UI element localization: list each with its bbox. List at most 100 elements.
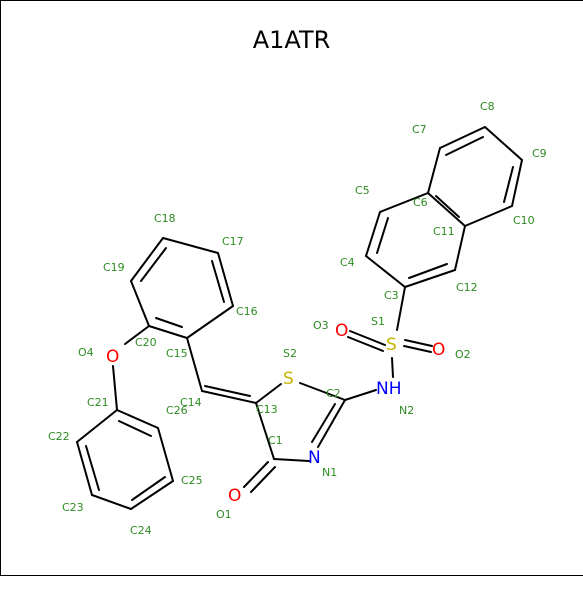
label-c11: C11: [433, 225, 455, 238]
bonds: [76, 126, 523, 510]
label-c25: C25: [181, 474, 203, 487]
atom-n1: N: [308, 448, 321, 468]
label-c3: C3: [384, 289, 399, 302]
bond-s1-o3-b: [347, 336, 384, 352]
label-c4: C4: [340, 256, 355, 269]
label-c20: C20: [135, 336, 157, 349]
bond-s1-o2: [404, 339, 433, 347]
label-c23: C23: [62, 501, 84, 514]
atom-s1: S: [386, 335, 397, 355]
label-c9: C9: [532, 147, 547, 160]
bond-c22-c23: [76, 441, 93, 496]
label-c17: C17: [222, 235, 244, 248]
bond-s1-n2: [391, 357, 394, 378]
label-c12: C12: [456, 281, 478, 294]
label-c15: C15: [166, 347, 188, 360]
bond-c18-c19: [130, 237, 164, 282]
bond-c6-c7: [427, 147, 441, 194]
label-c24: C24: [130, 524, 152, 537]
label-c5: C5: [355, 184, 370, 197]
bond-c9-c10-inner: [503, 166, 514, 203]
label-c19: C19: [103, 261, 125, 274]
bond-c10-c11: [464, 205, 513, 227]
label-c13: C13: [256, 403, 278, 416]
bond-c26-c21: [116, 409, 159, 429]
atom-s2: S: [283, 369, 294, 389]
bond-c19-c20: [130, 280, 150, 327]
bond-s1-o2-b: [403, 345, 432, 353]
bond-c11-c6-inner: [435, 195, 460, 218]
bond-c1-o1-b: [250, 466, 276, 493]
label-o2: O2: [455, 348, 471, 361]
bond-c2-s2: [299, 382, 346, 401]
bond-c5-c4: [365, 211, 381, 257]
label-c1: C1: [268, 434, 283, 447]
bond-c13-c14-b: [204, 385, 251, 397]
bond-c3-c12: [404, 269, 456, 288]
bond-c17-c18: [162, 237, 219, 254]
bond-c14-c15: [186, 337, 203, 392]
bond-c4-c3: [365, 255, 406, 288]
label-c22: C22: [48, 430, 70, 443]
atom-labels: C8 C7 C9 C5 C6 C10 C11 C18 C17 C4 C19 C3…: [48, 100, 547, 537]
bond-c1-o1: [243, 461, 269, 488]
label-c10: C10: [513, 214, 535, 227]
bond-c8-c9: [484, 126, 523, 161]
label-c14: C14: [180, 396, 202, 409]
bond-c20-c15: [148, 325, 188, 339]
label-c6: C6: [413, 196, 428, 209]
bond-c2-n1-inner: [311, 403, 336, 443]
bond-c16-c17: [217, 252, 234, 307]
bond-c13-c14: [201, 390, 257, 404]
bond-n1-c1: [273, 458, 310, 462]
bond-c21-c22: [76, 409, 118, 443]
bond-c18-c19-inner: [140, 247, 167, 282]
label-c21: C21: [87, 396, 109, 409]
atom-o3: O: [335, 321, 348, 341]
bond-n2-c2: [344, 389, 377, 401]
label-o1: O1: [216, 508, 232, 521]
atom-o4: O: [106, 347, 119, 367]
bond-s1-o3: [349, 330, 386, 346]
bond-c5-c4-inner: [376, 217, 389, 254]
atom-o2: O: [432, 340, 445, 360]
bond-c12-c11: [454, 225, 466, 271]
label-o4: O4: [78, 346, 94, 359]
bond-c23-c24: [91, 494, 132, 510]
atom-o1: O: [228, 486, 241, 506]
label-c7: C7: [412, 123, 427, 136]
bond-s2-c13: [255, 383, 282, 404]
label-o3: O3: [313, 319, 329, 332]
bond-c1-c13: [255, 402, 275, 460]
bond-c6-c5: [379, 192, 429, 213]
label-c16: C16: [236, 305, 258, 318]
label-n2: N2: [399, 404, 414, 417]
bond-c9-c10: [511, 159, 523, 207]
bond-c2-n1: [317, 399, 346, 448]
bond-c22-c23-inner: [85, 445, 100, 491]
bond-c11-c6: [427, 192, 466, 227]
bond-c7-c8-inner: [445, 136, 484, 156]
atom-n2-h: NH: [376, 379, 402, 399]
bond-o4-c21: [112, 365, 118, 411]
bond-c26-c21-inner: [118, 420, 152, 437]
molecule-title: A1ATR: [252, 26, 331, 54]
bond-c16-c17-inner: [211, 260, 225, 303]
frame-border: [0, 0, 583, 576]
bond-c24-c25: [130, 480, 174, 510]
bond-c20-o4: [124, 325, 150, 345]
label-c2: C2: [326, 387, 341, 400]
bond-c3-s1: [396, 286, 406, 331]
label-c26: C26: [166, 404, 188, 417]
bond-c20-c15-inner: [155, 317, 183, 328]
bond-c24-c25-inner: [131, 476, 166, 501]
bond-c3-c12-inner: [408, 263, 448, 279]
bond-c25-c26: [157, 427, 174, 482]
label-n1: N1: [322, 466, 337, 479]
label-c18: C18: [154, 212, 176, 225]
bond-c7-c8: [439, 126, 486, 149]
label-s1: S1: [371, 315, 385, 328]
label-s2: S2: [283, 347, 297, 360]
